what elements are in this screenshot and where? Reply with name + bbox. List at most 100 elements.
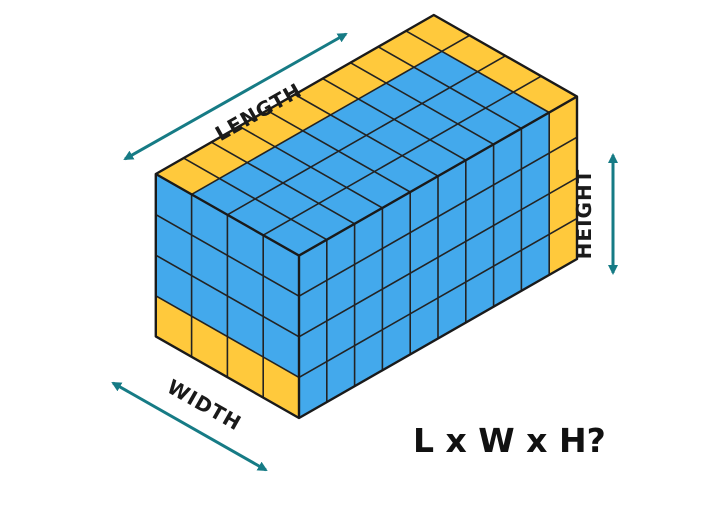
top-cube-face	[191, 178, 256, 215]
side-cube-face	[493, 209, 522, 267]
top-cube-face	[374, 155, 438, 192]
side-cube-face	[465, 225, 494, 282]
front-cube-face	[227, 255, 264, 317]
top-cube-face	[219, 162, 283, 199]
side-cube-face	[382, 232, 411, 290]
top-cube-face	[449, 71, 514, 108]
side-cube-face	[438, 241, 466, 298]
side-cube-face	[354, 289, 383, 346]
grid-line	[298, 136, 578, 297]
front-cube-face	[155, 214, 192, 276]
top-cube-face	[358, 83, 422, 120]
top-cube-face	[441, 35, 506, 72]
cuboid	[154, 13, 579, 420]
grid-line	[227, 55, 506, 216]
grid-line	[155, 254, 300, 338]
grid-line	[262, 75, 542, 236]
side-cube-face	[382, 273, 411, 330]
top-cube-face	[346, 171, 411, 208]
side-cube-face	[521, 234, 550, 291]
cuboid-top-front-edge	[298, 95, 578, 257]
length-arrow	[123, 32, 348, 161]
side-cube-face	[326, 264, 355, 321]
front-cube-face	[191, 275, 228, 337]
side-cube-face	[493, 128, 522, 185]
side-cube-face	[493, 250, 522, 307]
grid-line	[155, 213, 300, 297]
volume-formula: L x W x H?	[413, 421, 606, 460]
top-cube-face	[414, 51, 478, 88]
front-cube-face	[263, 275, 299, 337]
grid-line	[298, 217, 578, 379]
front-cube-face	[191, 316, 228, 378]
side-cube-face	[326, 223, 355, 281]
grid-line	[298, 177, 578, 338]
side-cube-face	[326, 345, 355, 403]
side-cube-face	[438, 282, 466, 339]
side-cube-face	[521, 112, 550, 169]
side-cube-face	[410, 257, 438, 314]
cuboid-top-left-edge	[155, 172, 300, 257]
top-cube-face	[477, 55, 542, 93]
width-label: WIDTH	[163, 374, 246, 435]
grid-line	[155, 295, 300, 379]
top-cube-face	[386, 67, 450, 104]
top-cube-face	[422, 87, 486, 124]
top-cube-face	[155, 158, 220, 195]
top-cube-face	[227, 198, 291, 236]
side-cube-face	[299, 280, 327, 337]
width-dimension: WIDTH	[111, 374, 268, 472]
front-cube-face	[155, 255, 192, 317]
top-cube-face	[406, 15, 470, 52]
top-cube-face	[291, 203, 355, 240]
side-cube-face	[382, 313, 411, 371]
side-cube-face	[354, 248, 383, 305]
height-label: HEIGHT	[572, 169, 596, 260]
side-cube-face	[521, 193, 550, 251]
top-cube-face	[394, 103, 458, 140]
top-cube-face	[318, 187, 383, 224]
width-arrow	[111, 381, 268, 472]
front-cube-face	[263, 316, 299, 378]
front-cube-face	[263, 357, 299, 418]
side-cube-face	[465, 144, 494, 201]
front-cube-face	[227, 296, 264, 357]
front-cube-face	[155, 174, 192, 235]
side-cube-face	[299, 361, 327, 418]
side-cube-face	[549, 177, 577, 235]
side-cube-face	[521, 153, 550, 210]
side-cube-face	[493, 169, 522, 226]
side-cube-face	[410, 216, 438, 274]
side-cube-face	[354, 207, 383, 265]
side-cube-face	[549, 218, 577, 275]
side-cube-face	[549, 137, 577, 194]
top-cube-face	[263, 219, 327, 256]
side-cube-face	[465, 184, 494, 242]
side-cube-face	[465, 266, 494, 323]
front-cube-face	[227, 214, 264, 276]
side-cube-face	[410, 176, 438, 233]
side-cube-face	[438, 200, 466, 258]
side-cube-face	[382, 192, 411, 249]
right-face	[299, 96, 577, 418]
top-cube-face	[457, 108, 522, 145]
front-cube-face	[191, 235, 228, 296]
side-cube-face	[326, 305, 355, 362]
top-cube-face	[378, 30, 442, 68]
cuboid-outline	[154, 13, 579, 420]
front-cube-face	[191, 194, 228, 256]
top-cube-face	[283, 167, 347, 204]
top-cube-face	[310, 151, 375, 188]
side-cube-face	[410, 297, 438, 355]
top-cube-face	[366, 119, 430, 156]
front-cube-face	[155, 295, 192, 357]
top-cube-face	[255, 183, 319, 220]
top-cube-face	[338, 135, 403, 172]
side-cube-face	[354, 329, 383, 387]
side-cube-face	[299, 320, 327, 378]
top-cube-face	[350, 46, 414, 84]
top-cube-face	[430, 123, 494, 161]
top-cube-face	[402, 139, 466, 177]
top-cube-face	[513, 76, 577, 113]
